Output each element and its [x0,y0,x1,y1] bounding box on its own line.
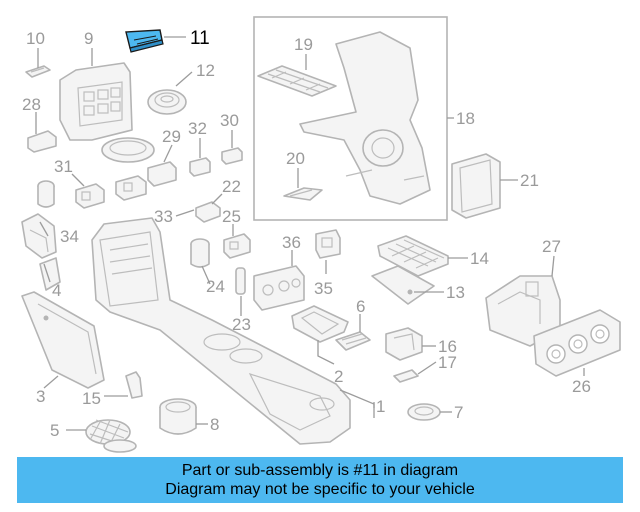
callout-27[interactable]: 27 [542,237,561,256]
part-26-control-panel [533,309,621,377]
callout-34[interactable]: 34 [60,227,79,246]
banner-line-2: Diagram may not be specific to your vehi… [165,481,475,498]
callout-31[interactable]: 31 [54,157,73,176]
callout-2[interactable]: 2 [334,367,343,386]
callout-21[interactable]: 21 [520,171,539,190]
callout-13[interactable]: 13 [446,283,465,302]
callout-8[interactable]: 8 [210,415,219,434]
callout-30[interactable]: 30 [220,111,239,130]
part-28 [27,130,57,153]
part-21-lid [451,153,501,219]
callout-26[interactable]: 26 [572,377,591,396]
callout-12[interactable]: 12 [196,61,215,80]
part-34-bracket [21,213,57,259]
part-1-center-console [91,217,351,445]
part-2-tray [291,305,349,343]
part-25 [223,233,251,259]
part-17 [393,369,419,383]
callout-19[interactable]: 19 [294,35,313,54]
part-27-bracket [485,275,561,347]
part-3-trim-panel [21,291,105,389]
callout-18[interactable]: 18 [456,109,475,128]
callout-6[interactable]: 6 [356,297,365,316]
callout-10[interactable]: 10 [26,29,45,48]
part-30 [221,147,243,165]
callout-3[interactable]: 3 [36,387,45,406]
leader-lines [35,36,585,431]
callout-11[interactable]: 11 [190,28,210,49]
callout-20[interactable]: 20 [286,149,305,168]
callout-16[interactable]: 16 [438,337,457,356]
part-9-center-bezel [59,62,133,141]
part-32 [189,157,211,177]
part-22 [195,201,221,223]
callout-36[interactable]: 36 [282,233,301,252]
part-20 [283,187,323,201]
callout-33[interactable]: 33 [154,207,173,226]
callout-1[interactable]: 1 [376,397,385,416]
part-16-bracket [385,327,423,361]
banner-line-1: Part or sub-assembly is #11 in diagram [181,462,459,479]
part-23 [235,267,246,295]
callout-7[interactable]: 7 [454,403,463,422]
part-19-mat [257,65,337,97]
part-15-clip [125,371,143,399]
info-banner: Part or sub-assembly is #11 in diagram D… [17,457,623,503]
part-18-armrest [299,31,431,205]
callout-23[interactable]: 23 [232,315,251,334]
callout-5[interactable]: 5 [50,421,59,440]
part-29 [147,161,177,187]
callout-17[interactable]: 17 [438,353,457,372]
callout-32[interactable]: 32 [188,119,207,138]
part-31 [75,183,105,209]
part-11-highlighted[interactable] [125,29,164,53]
part-7-ring [407,403,441,421]
callout-9[interactable]: 9 [84,29,93,48]
part-5-grille-b [103,439,137,453]
callout-4[interactable]: 4 [52,281,61,300]
part-24 [190,238,210,268]
cup-insert [101,137,155,163]
callout-14[interactable]: 14 [470,249,489,268]
callout-15[interactable]: 15 [82,389,101,408]
part-6-mat [335,331,371,351]
callout-25[interactable]: 25 [222,207,241,226]
part-33 [115,175,147,201]
callout-28[interactable]: 28 [22,95,41,114]
part-14-mat [377,235,449,277]
callout-35[interactable]: 35 [314,279,333,298]
callout-24[interactable]: 24 [206,277,225,296]
part-35 [315,229,341,259]
callout-29[interactable]: 29 [162,127,181,146]
part-8-cup [159,398,197,435]
knob [37,180,55,208]
callout-22[interactable]: 22 [222,177,241,196]
part-36-panel [253,265,305,311]
part-12 [147,89,187,115]
part-13-mat [371,265,435,305]
